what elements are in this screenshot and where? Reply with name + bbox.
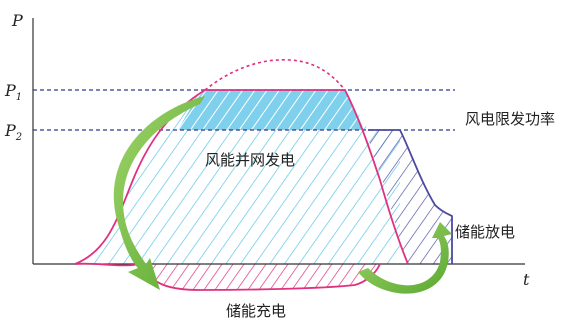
wind-grid-power-label: 风能并网发电 [205,151,295,169]
uncurtailed-peak-curve [204,59,346,91]
p1-label: P1 [4,81,22,103]
x-axis-label: t [523,270,530,289]
green-arrow-discharge-icon [358,222,452,294]
y-axis-label: P [11,11,23,30]
storage-discharge-label: 储能放电 [455,223,515,241]
p2-label: P2 [4,121,22,143]
storage-charge-area [140,264,380,290]
storage-discharge-area [368,130,452,264]
storage-charge-label: 储能充电 [226,302,286,320]
storage-charge-curve [74,262,381,291]
wind-limit-power-label: 风电限发功率 [465,110,555,128]
wind-grid-power-area [75,90,400,264]
green-arrow-charge-icon [113,96,205,290]
grid-output-curve [368,129,453,264]
